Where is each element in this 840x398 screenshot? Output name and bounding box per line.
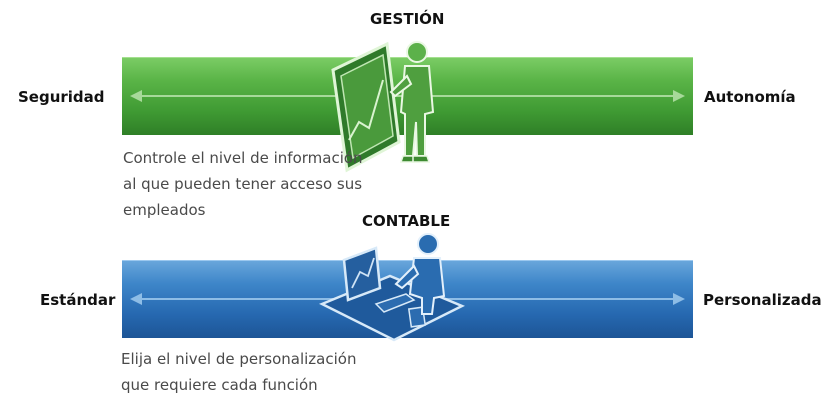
- gestion-description-line2: al que pueden tener acceso sus: [123, 175, 363, 193]
- gestion-description-line1: Controle el nivel de información: [123, 149, 363, 167]
- arrow-right-icon: [673, 90, 685, 102]
- presenter-at-board-icon: [331, 41, 435, 173]
- gestion-left-label: Seguridad: [18, 88, 105, 106]
- gestion-title: GESTIÓN: [370, 10, 445, 28]
- contable-left-label: Estándar: [40, 291, 116, 309]
- person-at-desk-icon: [318, 233, 466, 342]
- arrow-left-icon: [130, 90, 142, 102]
- gestion-description: Controle el nivel de información al que …: [123, 145, 403, 223]
- arrow-left-icon: [130, 293, 142, 305]
- contable-title: CONTABLE: [362, 212, 451, 230]
- contable-description-line2: que requiere cada función: [121, 376, 318, 394]
- gestion-description-line3: empleados: [123, 201, 206, 219]
- contable-right-label: Personalizada: [703, 291, 822, 309]
- contable-description-line1: Elija el nivel de personalización: [121, 350, 357, 368]
- arrow-right-icon: [673, 293, 685, 305]
- contable-description: Elija el nivel de personalización que re…: [121, 346, 401, 398]
- gestion-right-label: Autonomía: [704, 88, 796, 106]
